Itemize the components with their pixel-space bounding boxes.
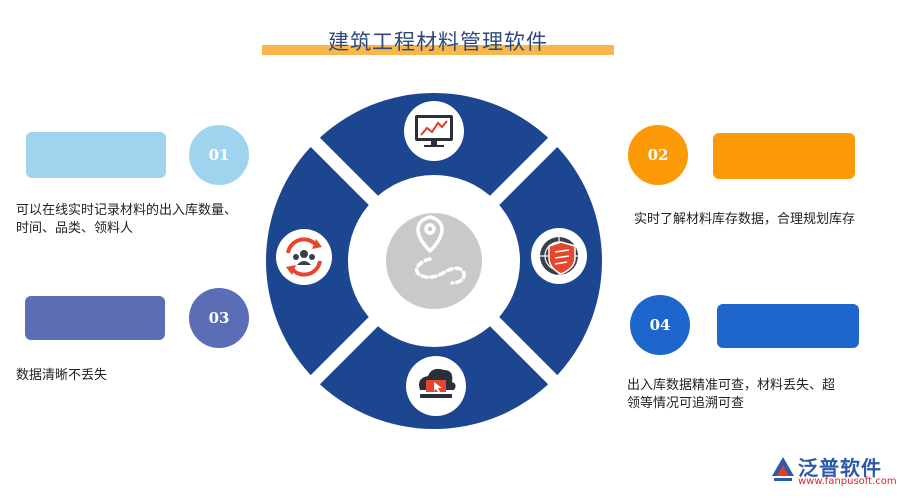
cloud-laptop-icon (406, 356, 466, 416)
brand-logo: 泛普软件 www.fanpusoft.com (770, 452, 897, 492)
recycle-people-icon (276, 229, 332, 285)
item-02-bar (713, 133, 855, 179)
item-01-text: 可以在线实时记录材料的出入库数量、时间、品类、领料人 (16, 203, 238, 236)
item-01-bar (26, 132, 166, 178)
item-02-badge: 02 (628, 125, 688, 185)
item-01-badge: 01 (189, 125, 249, 185)
item-03-text: 数据清晰不丢失 (16, 368, 108, 383)
item-03-badge: 03 (189, 288, 249, 348)
page-title: 建筑工程材料管理软件 (328, 30, 548, 54)
logo-url: www.fanpusoft.com (798, 476, 897, 487)
line-chart-icon (404, 101, 464, 161)
title-underline (262, 45, 614, 55)
center-circle (386, 213, 482, 309)
map-pin-route-icon (415, 215, 466, 285)
logo-mark-icon (772, 457, 794, 481)
item-04-text: 出入库数据精准可查，材料丢失、超领等情况可追溯可查 (627, 378, 836, 411)
shield-network-icon (531, 228, 587, 284)
item-04-badge: 04 (630, 295, 690, 355)
item-04-bar (717, 304, 859, 348)
item-03-bar (25, 296, 165, 340)
item-02-text: 实时了解材料库存数据，合理规划库存 (634, 212, 856, 227)
logo-name: 泛普软件 (798, 456, 882, 480)
